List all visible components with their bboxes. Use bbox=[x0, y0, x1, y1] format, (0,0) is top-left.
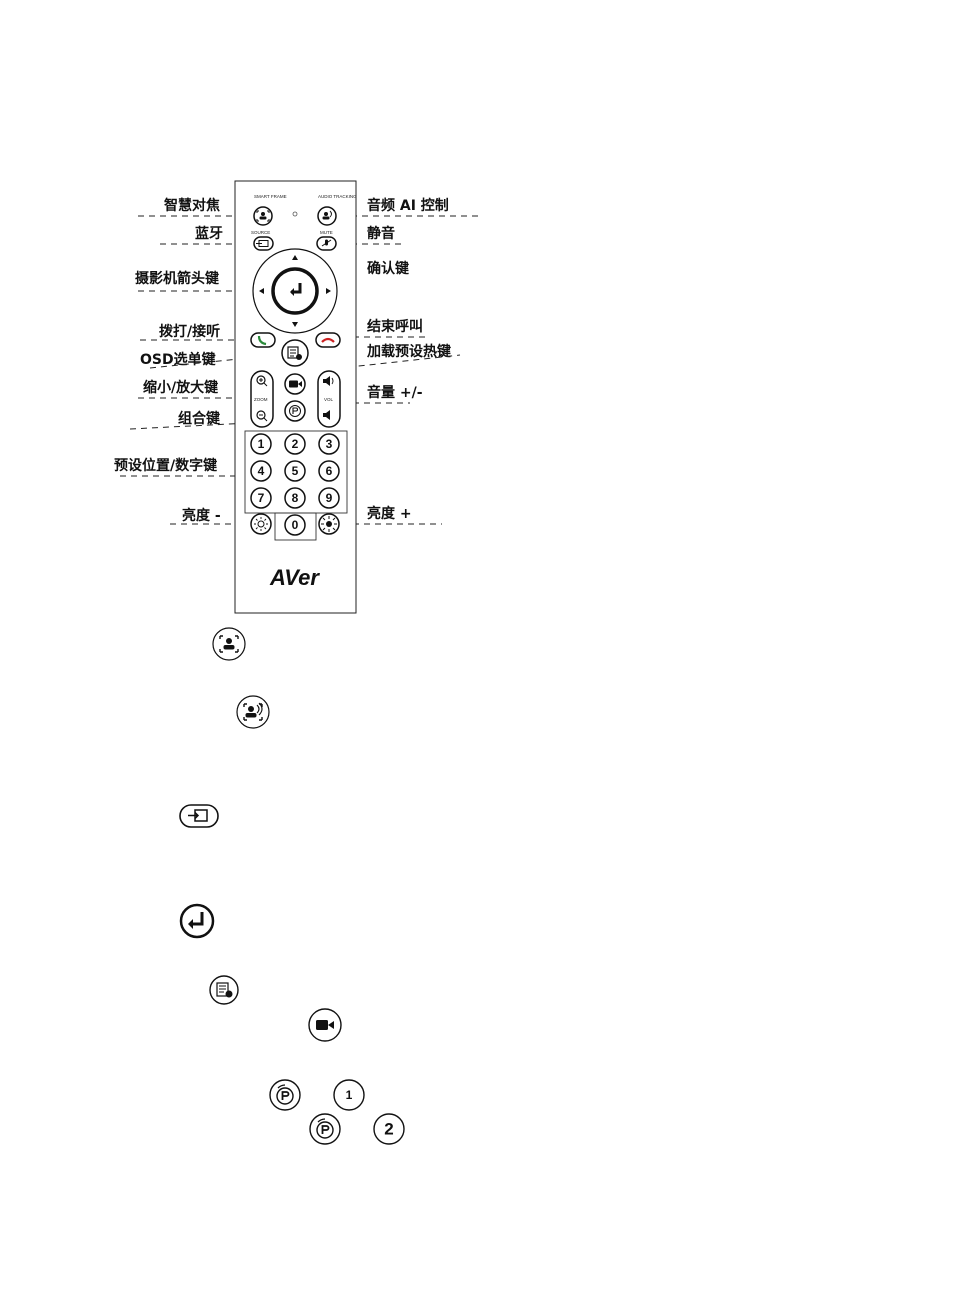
number-key-3: 3 bbox=[319, 434, 339, 454]
source-button bbox=[254, 237, 273, 250]
zoom-text: ZOOM bbox=[254, 397, 268, 402]
number-key-5: 5 bbox=[285, 461, 305, 481]
svg-text:3: 3 bbox=[326, 437, 333, 451]
brightness-minus-button bbox=[251, 514, 271, 534]
smart-frame-button bbox=[254, 207, 272, 225]
legend-enter-icon bbox=[181, 905, 213, 937]
mute-button bbox=[317, 237, 336, 250]
end-call-button bbox=[316, 333, 340, 347]
legend-osd-icon bbox=[210, 976, 238, 1004]
svg-text:8: 8 bbox=[292, 491, 299, 505]
legend-key-2: 2 bbox=[374, 1114, 404, 1144]
svg-text:9: 9 bbox=[326, 491, 333, 505]
legend-audio-tracking-icon bbox=[237, 696, 269, 728]
mute-text: MUTE bbox=[320, 230, 333, 235]
load-preset-button bbox=[285, 374, 305, 394]
number-key-8: 8 bbox=[285, 488, 305, 508]
osd-button bbox=[282, 340, 308, 366]
combo-button bbox=[285, 401, 305, 421]
source-text: SOURCE bbox=[251, 230, 270, 235]
svg-text:2: 2 bbox=[384, 1120, 393, 1139]
number-key-0: 0 bbox=[285, 515, 305, 535]
svg-text:1: 1 bbox=[258, 437, 265, 451]
number-key-9: 9 bbox=[319, 488, 339, 508]
number-key-7: 7 bbox=[251, 488, 271, 508]
number-key-6: 6 bbox=[319, 461, 339, 481]
legend-smart-frame-icon bbox=[213, 628, 245, 660]
volume-rocker: VOL bbox=[318, 371, 340, 427]
number-key-1: 1 bbox=[251, 434, 271, 454]
legend-combo-icon-1 bbox=[270, 1080, 300, 1110]
svg-text:4: 4 bbox=[258, 464, 265, 478]
aver-logo: AVer bbox=[269, 565, 320, 590]
number-key-4: 4 bbox=[251, 461, 271, 481]
svg-text:6: 6 bbox=[326, 464, 333, 478]
svg-text:2: 2 bbox=[292, 437, 299, 451]
svg-text:5: 5 bbox=[292, 464, 299, 478]
legend-source-icon bbox=[180, 805, 218, 827]
number-key-2: 2 bbox=[285, 434, 305, 454]
zoom-rocker: ZOOM bbox=[251, 371, 273, 427]
smart-frame-text: SMART FRAME bbox=[254, 194, 287, 199]
legend-camera-icon bbox=[309, 1009, 341, 1041]
audio-tracking-button bbox=[318, 207, 336, 225]
call-button bbox=[251, 333, 275, 347]
svg-text:0: 0 bbox=[292, 518, 299, 532]
camera-dpad bbox=[253, 249, 337, 333]
brightness-plus-button bbox=[319, 514, 339, 534]
svg-text:1: 1 bbox=[346, 1088, 353, 1102]
legend-key-1: 1 bbox=[334, 1080, 364, 1110]
audio-tracking-text: AUDIO TRACKING bbox=[318, 194, 357, 199]
legend-combo-icon-2 bbox=[310, 1114, 340, 1144]
vol-text: VOL bbox=[324, 397, 334, 402]
svg-text:7: 7 bbox=[258, 491, 265, 505]
